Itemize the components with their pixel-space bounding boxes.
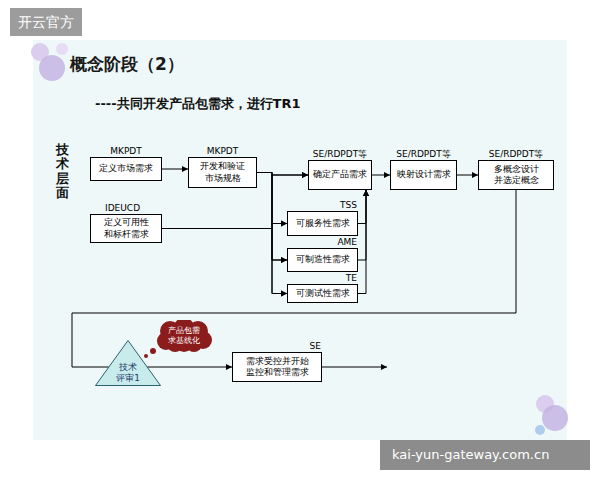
connector-line xyxy=(358,190,366,294)
process-box: AME可制造性需求 xyxy=(287,248,358,272)
process-box: TE可测试性需求 xyxy=(287,284,358,303)
output-line xyxy=(322,367,387,368)
role-heading: SE xyxy=(233,341,321,352)
triangle-outline xyxy=(96,341,161,386)
connector xyxy=(72,190,516,367)
process-box: IDEUCD定义可用性 和标杆需求 xyxy=(90,214,162,243)
connector xyxy=(147,364,232,370)
box-text: 可服务性需求 xyxy=(296,218,350,229)
arrow-head xyxy=(363,190,369,196)
box-text: 映射设计需求 xyxy=(397,169,451,180)
process-box: TSS可服务性需求 xyxy=(287,211,358,236)
arrow-head xyxy=(363,190,369,196)
decor-circle xyxy=(535,425,545,435)
box-text: 多概念设计 并选定概念 xyxy=(482,164,550,187)
role-heading: AME xyxy=(288,237,357,248)
role-heading: SE/RDPDT等 xyxy=(479,149,553,160)
role-heading: SE/RDPDT等 xyxy=(391,149,456,160)
decor-circle xyxy=(542,405,568,431)
process-box: MKPDT定义市场需求 xyxy=(90,157,162,181)
box-text: 可测试性需求 xyxy=(296,288,350,299)
connector-line xyxy=(147,367,232,368)
cloud-text: 产品包需 求基线化 xyxy=(161,326,207,345)
connector xyxy=(358,190,369,294)
process-box: SE/RDPDT等多概念设计 并选定概念 xyxy=(478,160,554,190)
connector-line xyxy=(358,190,366,260)
review-triangle: 技术 评审1 xyxy=(95,340,161,386)
connector-line xyxy=(162,229,287,294)
box-text: 开发和验证 市场规格 xyxy=(192,161,253,184)
connector xyxy=(457,172,478,178)
box-text: 可制造性需求 xyxy=(296,254,350,265)
process-box: SE需求受控并开始 监控和管理需求 xyxy=(232,352,322,382)
side-label: 技术层面 xyxy=(56,143,69,200)
role-heading: MKPDT xyxy=(189,146,256,157)
box-text: 定义可用性 和标杆需求 xyxy=(94,217,158,240)
slide-ground xyxy=(33,40,567,440)
connector xyxy=(162,221,287,229)
review-label: 技术 评审1 xyxy=(112,362,144,384)
connector xyxy=(162,229,287,264)
connector-line xyxy=(72,190,516,367)
process-box: MKPDT开发和验证 市场规格 xyxy=(188,157,257,188)
role-heading: MKPDT xyxy=(91,146,161,157)
connector xyxy=(162,166,188,172)
connector-line xyxy=(162,224,287,229)
thought-bubble xyxy=(144,354,148,358)
role-heading: TSS xyxy=(288,200,357,211)
arrow-head xyxy=(363,190,369,196)
role-heading: IDEUCD xyxy=(91,203,161,214)
connector xyxy=(162,229,287,297)
connector xyxy=(358,190,369,260)
connector xyxy=(358,190,369,224)
callout-cloud: 产品包需 求基线化 xyxy=(156,320,212,352)
watermark: 开云官方 xyxy=(10,8,82,36)
decor-circle xyxy=(39,55,65,81)
process-box: SE/RDPDT等映射设计需求 xyxy=(390,160,457,190)
subtitle: ----共同开发产品包需求，进行TR1 xyxy=(95,95,301,113)
role-heading: TE xyxy=(288,273,357,284)
connector xyxy=(372,172,390,178)
decor-circle xyxy=(56,43,68,55)
thought-bubble xyxy=(150,348,156,354)
box-text: 确定产品需求 xyxy=(313,169,367,180)
box-text: 定义市场需求 xyxy=(99,163,153,174)
arrow-head xyxy=(381,364,387,370)
process-box: SE/RDPDT等确定产品需求 xyxy=(308,160,372,190)
watermark: kai-yun-gateway.com.cn xyxy=(380,440,590,470)
box-text: 需求受控并开始 监控和管理需求 xyxy=(236,356,318,379)
role-heading: SE/RDPDT等 xyxy=(309,149,371,160)
slide-title: 概念阶段（2） xyxy=(70,53,184,76)
connector-line xyxy=(162,229,287,261)
